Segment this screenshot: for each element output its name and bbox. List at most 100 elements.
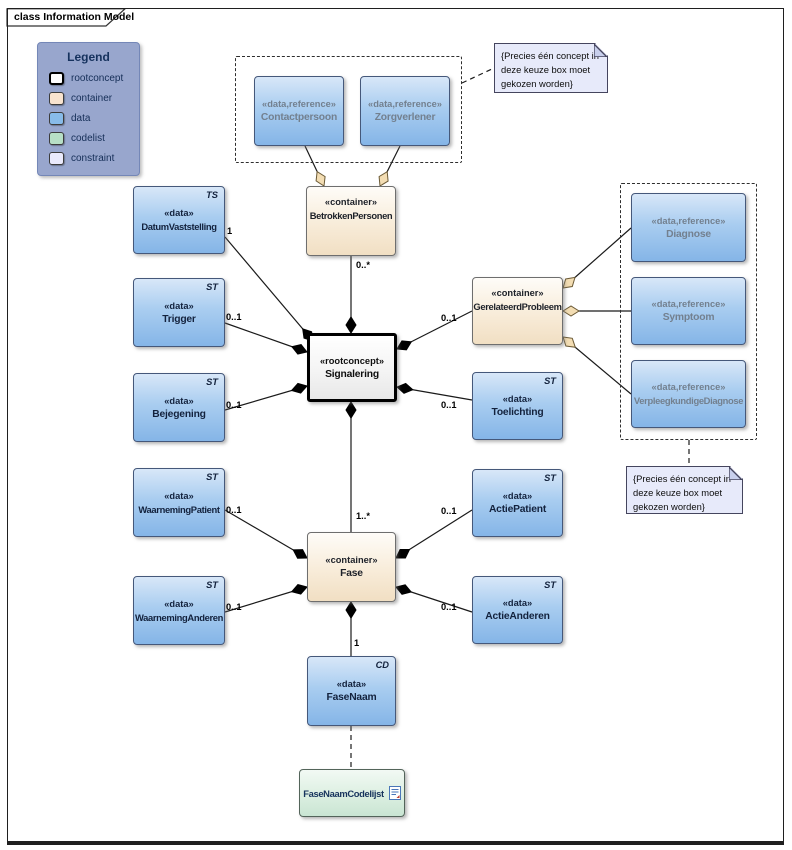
- constraint-swatch: [49, 152, 64, 165]
- connector-note-top-choicebox[interactable]: [461, 67, 495, 84]
- composition-diamond: [345, 316, 357, 334]
- note-top-constraint[interactable]: {Precies één concept in deze keuze box m…: [494, 43, 608, 93]
- composition-diamond: [345, 401, 357, 419]
- stereotype: «rootconcept»: [319, 355, 385, 366]
- legend-label: data: [71, 113, 91, 124]
- multiplicity-label: 0..*: [356, 260, 370, 270]
- aggregation-diamond: [562, 305, 580, 317]
- aggregation-diamond: [378, 170, 389, 187]
- stereotype: «container»: [325, 555, 378, 565]
- node-name: Diagnose: [666, 228, 711, 240]
- composition-diamond: [395, 584, 413, 595]
- composition-diamond: [292, 549, 308, 559]
- stereotype: «data,reference»: [651, 215, 726, 226]
- data-swatch: [49, 112, 64, 125]
- node-betrokkenpersonen[interactable]: «container» BetrokkenPersonen: [306, 186, 396, 256]
- node-name: Symptoom: [662, 312, 715, 323]
- legend-item-constraint: constraint: [49, 151, 139, 166]
- choice-box-gerelateerdprobleem[interactable]: [620, 183, 757, 440]
- node-name: Fase: [340, 568, 363, 579]
- aggregation-diamond: [562, 336, 577, 348]
- type-tag: ST: [544, 376, 556, 386]
- node-name: FaseNaam: [326, 692, 377, 703]
- composition-diamond: [345, 601, 357, 619]
- multiplicity-label: 0..1: [226, 602, 242, 612]
- node-name: DatumVaststelling: [141, 221, 217, 232]
- stereotype: «data,reference»: [262, 99, 336, 109]
- legend-item-data: data: [49, 111, 139, 126]
- composition-diamond: [290, 584, 308, 595]
- legend-label: codelist: [71, 133, 105, 144]
- multiplicity-label: 0..1: [226, 312, 242, 322]
- node-toelichting[interactable]: ST «data» Toelichting: [472, 372, 563, 440]
- stereotype: «container»: [324, 197, 378, 207]
- multiplicity-label: 0..1: [441, 506, 457, 516]
- node-name: WaarnemingAnderen: [135, 611, 223, 623]
- legend-item-rootconcept: rootconcept: [49, 71, 139, 86]
- stereotype: «data»: [502, 491, 533, 501]
- node-waarnemingpatient[interactable]: ST «data» WaarnemingPatient: [133, 468, 225, 537]
- aggregation-diamond: [562, 276, 576, 289]
- codelist-swatch: [49, 132, 64, 145]
- node-datumvaststelling[interactable]: TS «data» DatumVaststelling: [133, 186, 225, 254]
- node-actieanderen[interactable]: ST «data» ActieAnderen: [472, 576, 563, 644]
- composition-diamond: [290, 382, 308, 394]
- codelist-document-icon: [388, 786, 401, 800]
- aggregation-diamond: [315, 170, 326, 187]
- container-swatch: [49, 92, 64, 105]
- node-name: ActieAnderen: [485, 611, 550, 622]
- type-tag: CD: [375, 660, 389, 670]
- multiplicity-label: 0..1: [441, 602, 457, 612]
- note-text: {Precies één concept in deze keuze box m…: [633, 473, 731, 513]
- diagram-title: class Information Model: [14, 11, 135, 23]
- node-gerelateerdprobleem[interactable]: «container» GerelateerdProbleem: [472, 277, 563, 345]
- stereotype: «container»: [491, 288, 544, 298]
- node-name: FaseNaamCodelijst: [303, 787, 384, 799]
- node-name: WaarnemingPatient: [138, 503, 220, 515]
- legend-label: rootconcept: [71, 73, 124, 84]
- rootconcept-swatch: [49, 72, 64, 85]
- node-name: BetrokkenPersonen: [309, 210, 393, 221]
- node-zorgverlener[interactable]: «data,reference» Zorgverlener: [360, 76, 450, 146]
- node-actiepatient[interactable]: ST «data» ActiePatient: [472, 469, 563, 537]
- multiplicity-label: 1: [227, 226, 233, 236]
- node-name: Contactpersoon: [260, 112, 338, 123]
- legend-item-container: container: [49, 91, 139, 106]
- choice-box-betrokkenpersonen[interactable]: [235, 56, 462, 163]
- stereotype: «data»: [164, 395, 194, 406]
- node-bejegening[interactable]: ST «data» Bejegening: [133, 373, 225, 442]
- note-bottom-constraint[interactable]: {Precies één concept in deze keuze box m…: [626, 466, 743, 514]
- node-name: Trigger: [162, 313, 196, 325]
- node-diagnose[interactable]: «data,reference» Diagnose: [631, 193, 746, 262]
- node-name: Toelichting: [491, 407, 544, 418]
- type-tag: TS: [206, 190, 218, 200]
- legend-title: Legend: [67, 50, 110, 64]
- multiplicity-label: 1: [354, 638, 360, 648]
- legend-label: constraint: [71, 153, 115, 164]
- type-tag: ST: [206, 282, 218, 292]
- type-tag: ST: [206, 377, 218, 387]
- node-fase[interactable]: «container» Fase: [307, 532, 396, 602]
- type-tag: ST: [544, 473, 556, 483]
- diagram-frame: [7, 8, 784, 845]
- stereotype: «data»: [164, 598, 194, 609]
- node-trigger[interactable]: ST «data» Trigger: [133, 278, 225, 347]
- stereotype: «data,reference»: [651, 299, 726, 309]
- node-waarneminganderen[interactable]: ST «data» WaarnemingAnderen: [133, 576, 225, 645]
- node-signalering[interactable]: «rootconcept» Signalering: [307, 333, 397, 402]
- node-verpleegkundigediagnose[interactable]: «data,reference» VerpleegkundigeDiagnose: [631, 360, 746, 428]
- connector-datumvaststelling-signalering[interactable]: [224, 236, 314, 342]
- node-fasenaam[interactable]: CD «data» FaseNaam: [307, 656, 396, 726]
- composition-diamond: [291, 344, 308, 355]
- node-contactpersoon[interactable]: «data,reference» Contactpersoon: [254, 76, 344, 146]
- multiplicity-label: 0..1: [226, 505, 242, 515]
- stereotype: «data»: [502, 394, 533, 404]
- node-name: GerelateerdProbleem: [473, 301, 562, 312]
- node-name: Bejegening: [152, 408, 206, 420]
- node-fasenaamcodelijst[interactable]: FaseNaamCodelijst: [299, 769, 405, 817]
- node-symptoom[interactable]: «data,reference» Symptoom: [631, 277, 746, 345]
- multiplicity-label: 0..1: [226, 400, 242, 410]
- stereotype: «data,reference»: [651, 382, 726, 392]
- node-name: Zorgverlener: [374, 112, 436, 123]
